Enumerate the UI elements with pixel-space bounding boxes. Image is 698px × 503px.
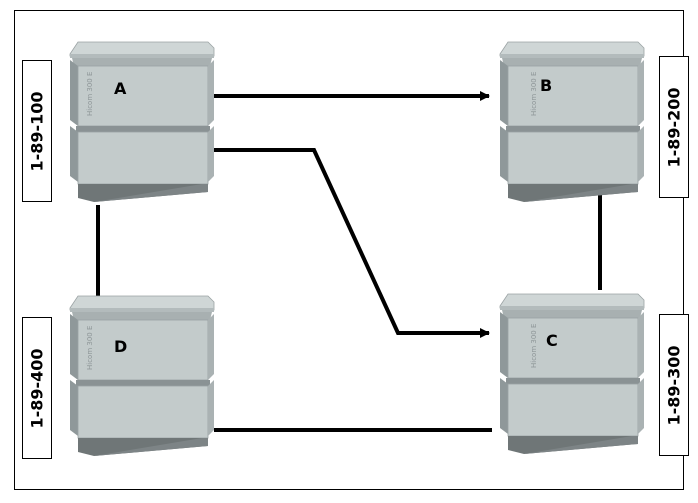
node-a-number-label: 1-89-100 xyxy=(22,60,52,202)
node-a-letter: A xyxy=(114,79,127,98)
cabinet-a-brand: Hicom 300 E xyxy=(86,71,94,116)
cabinet-d xyxy=(69,295,215,457)
node-d-number-label: 1-89-400 xyxy=(22,317,52,459)
cabinet-b xyxy=(499,41,645,203)
node-b-number: 1-89-200 xyxy=(664,86,684,168)
cabinet-c xyxy=(499,293,645,455)
node-d-letter: D xyxy=(114,337,128,356)
node-b-letter: B xyxy=(540,76,553,95)
node-b-number-label: 1-89-200 xyxy=(659,56,689,198)
diagram-frame xyxy=(14,10,684,490)
node-c-number: 1-89-300 xyxy=(664,344,684,426)
node-d-number: 1-89-400 xyxy=(27,347,47,429)
node-a-number: 1-89-100 xyxy=(27,90,47,172)
cabinet-d-brand: Hicom 300 E xyxy=(86,325,94,370)
cabinet-a xyxy=(69,41,215,203)
cabinet-c-brand: Hicom 300 E xyxy=(530,323,538,368)
node-c-number-label: 1-89-300 xyxy=(659,314,689,456)
connection-a-to-c xyxy=(214,148,490,338)
node-c-letter: C xyxy=(546,331,558,350)
cabinet-b-brand: Hicom 300 E xyxy=(530,71,538,116)
